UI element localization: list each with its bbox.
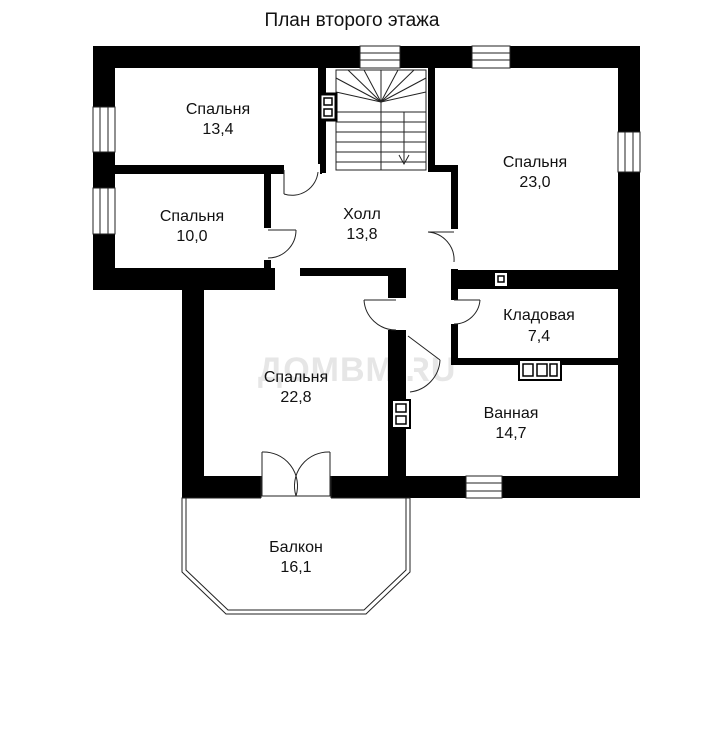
doors <box>262 164 481 393</box>
room-name-hall: Холл <box>343 206 381 223</box>
wall-left-lower <box>182 268 204 498</box>
wall-ne-bedroom-west-top <box>428 165 458 172</box>
room-area-bathroom: 14,7 <box>495 425 526 442</box>
room-name-bedroom-nw: Спальня <box>186 101 250 118</box>
vent-duct-storage <box>493 271 509 288</box>
window-w-left <box>92 187 116 235</box>
windows <box>92 45 641 499</box>
window-nw-left <box>92 106 116 153</box>
room-name-bedroom-sw: Спальня <box>264 369 328 386</box>
room-area-balcony: 16,1 <box>280 559 311 576</box>
window-stair <box>359 45 401 69</box>
room-area-storage: 7,4 <box>528 328 550 345</box>
balcony-door <box>260 451 332 500</box>
wall-ne-bedroom-south <box>451 270 621 289</box>
room-name-bathroom: Ванная <box>484 405 539 422</box>
wall-hall-column <box>388 268 406 298</box>
window-bath <box>465 475 503 499</box>
wall-ne-bedroom-west <box>451 165 458 229</box>
wall-w-bedroom-east-lower <box>264 258 271 278</box>
wall-bottom <box>182 476 640 498</box>
staircase <box>335 69 427 171</box>
plan-title: План второго этажа <box>265 10 440 31</box>
wall-storage-west <box>451 324 458 362</box>
room-labels: Спальня 13,4 Спальня 10,0 Холл 13,8 Спал… <box>160 101 575 576</box>
wall-right <box>618 46 640 498</box>
wall-left-step <box>93 268 275 290</box>
wall-stair-east <box>428 68 435 170</box>
room-area-bedroom-ne: 23,0 <box>519 174 550 191</box>
vent-duct-bath <box>518 359 562 381</box>
wall-storage-west-top <box>451 290 458 300</box>
room-area-bedroom-w: 10,0 <box>176 228 207 245</box>
wall-w-bedroom-east-upper <box>264 174 271 228</box>
room-name-bedroom-ne: Спальня <box>503 154 567 171</box>
window-ne-top <box>471 45 511 69</box>
room-name-balcony: Балкон <box>269 539 323 556</box>
wall-hall-south-stub <box>300 268 406 276</box>
watermark: ДОМВМ.RU <box>258 351 456 389</box>
wall-nw-bedroom-south <box>110 165 322 174</box>
room-name-storage: Кладовая <box>503 307 575 324</box>
balcony <box>181 497 411 615</box>
window-ne-right <box>617 131 641 173</box>
room-name-bedroom-w: Спальня <box>160 208 224 225</box>
room-area-bedroom-sw: 22,8 <box>280 389 311 406</box>
room-area-hall: 13,8 <box>346 226 377 243</box>
room-area-bedroom-nw: 13,4 <box>202 121 233 138</box>
vent-ducts <box>318 92 562 429</box>
